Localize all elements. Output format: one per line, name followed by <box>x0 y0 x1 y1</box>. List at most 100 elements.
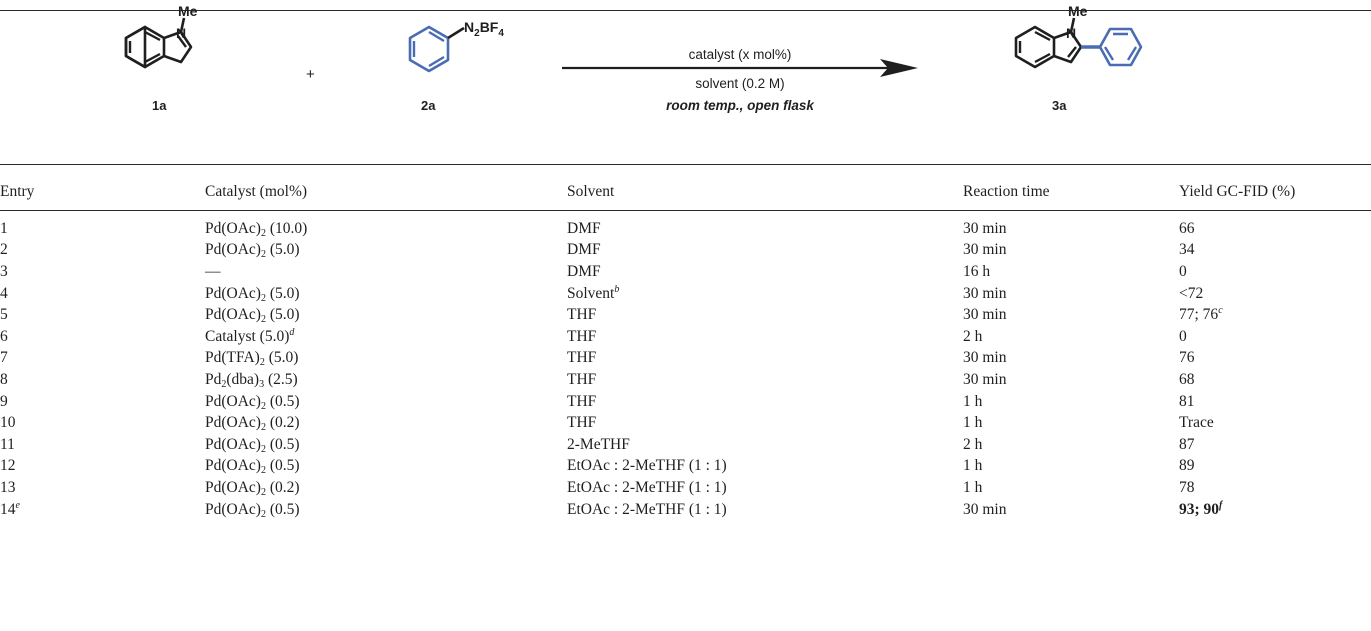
cell-entry: 14e <box>0 499 20 518</box>
cell-entry: 2 <box>0 241 8 259</box>
reactant-1a-label: 1a <box>152 98 167 113</box>
cell-solvent: 2-MeTHF <box>567 435 630 453</box>
header-solvent: Solvent <box>567 183 615 200</box>
indole-structure-1a <box>124 17 193 69</box>
top-rule <box>0 10 1371 12</box>
cell-entry: 9 <box>0 392 8 410</box>
table-row: 14e Pd(OAc)2 (0.5) EtOAc : 2-MeTHF (1 : 1)… <box>0 499 1371 521</box>
cell-solvent: THF <box>567 327 597 345</box>
table-row: 6 Catalyst (5.0)d THF 2 h 0 <box>0 326 1371 348</box>
cell-catalyst: Pd(OAc)2 (0.5) <box>205 392 300 412</box>
cell-entry: 3 <box>0 262 8 280</box>
header-entry: Entry <box>0 183 35 200</box>
cell-reaction-time: 16 h <box>963 262 991 280</box>
cell-solvent: DMF <box>567 219 601 237</box>
header-bottom-rule <box>0 210 1371 211</box>
cell-reaction-time: 2 h <box>963 435 983 453</box>
cell-yield: 76 <box>1179 349 1195 367</box>
cell-catalyst: Pd(OAc)2 (5.0) <box>205 241 300 261</box>
cell-reaction-time: 30 min <box>963 241 1007 259</box>
cell-reaction-time: 1 h <box>963 392 983 410</box>
cell-catalyst: Pd(OAc)2 (0.5) <box>205 435 300 455</box>
conditions-line-3: room temp., open flask <box>666 98 815 113</box>
cell-reaction-time: 30 min <box>963 349 1007 367</box>
cell-solvent: Solventb <box>567 283 620 302</box>
scheme-bottom-rule <box>0 164 1371 166</box>
cell-yield: 78 <box>1179 478 1195 496</box>
cell-reaction-time: 30 min <box>963 370 1007 388</box>
reaction-scheme: N Me 1a + N2BF4 2a catalyst (x mol%) sol… <box>124 3 1143 113</box>
cell-catalyst: Pd(OAc)2 (0.5) <box>205 457 300 477</box>
header-reaction-time: Reaction time <box>963 183 1050 200</box>
table-row: 4 Pd(OAc)2 (5.0) Solventb 30 min <72 <box>0 283 1371 305</box>
cell-solvent: EtOAc : 2-MeTHF (1 : 1) <box>567 500 727 518</box>
cell-reaction-time: 30 min <box>963 284 1007 302</box>
cell-catalyst: Catalyst (5.0)d <box>205 326 295 345</box>
cell-yield: 93; 90f <box>1179 499 1223 518</box>
cell-reaction-time: 30 min <box>963 306 1007 324</box>
cell-yield: 0 <box>1179 327 1187 345</box>
cell-entry: 6 <box>0 327 8 345</box>
cell-solvent: THF <box>567 306 597 324</box>
diazonium-bond <box>447 26 465 40</box>
cell-yield: 77; 76c <box>1179 305 1223 324</box>
cell-catalyst: Pd2(dba)3 (2.5) <box>205 370 298 390</box>
product-me-label: Me <box>1068 3 1088 19</box>
cell-catalyst: Pd(OAc)2 (10.0) <box>205 219 308 239</box>
indole-n-label: N <box>176 25 186 41</box>
table-row: 8 Pd2(dba)3 (2.5) THF 30 min 68 <box>0 369 1371 391</box>
cell-yield: 68 <box>1179 370 1195 388</box>
reaction-arrow-head <box>880 59 918 77</box>
cell-entry: 11 <box>0 435 15 453</box>
indole-me-label: Me <box>178 3 198 19</box>
table-row: 3 — DMF 16 h 0 <box>0 261 1371 283</box>
cell-entry: 8 <box>0 370 8 388</box>
table-row: 13 Pd(OAc)2 (0.2) EtOAc : 2-MeTHF (1 : 1) 1… <box>0 477 1371 499</box>
cell-catalyst: Pd(OAc)2 (0.2) <box>205 414 300 434</box>
diazonium-label: N2BF4 <box>464 19 504 39</box>
cell-entry: 12 <box>0 457 16 475</box>
table-header-row: Entry Catalyst (mol%) Solvent Reaction t… <box>0 176 1371 208</box>
aryl-ring-2a <box>408 25 450 73</box>
cell-entry: 13 <box>0 478 16 496</box>
cell-yield: 81 <box>1179 392 1195 410</box>
cell-yield: <72 <box>1179 284 1204 302</box>
cell-solvent: EtOAc : 2-MeTHF (1 : 1) <box>567 478 727 496</box>
cell-reaction-time: 1 h <box>963 414 983 432</box>
cell-reaction-time: 1 h <box>963 457 983 475</box>
product-3a-label: 3a <box>1052 98 1067 113</box>
cell-yield: Trace <box>1179 414 1214 432</box>
product-phenyl-ring <box>1098 27 1143 67</box>
cell-catalyst: — <box>205 262 221 280</box>
results-table: Entry Catalyst (mol%) Solvent Reaction t… <box>0 176 1371 520</box>
product-n-label: N <box>1066 25 1076 41</box>
cell-solvent: THF <box>567 349 597 367</box>
cell-reaction-time: 2 h <box>963 327 983 345</box>
plus-sign: + <box>306 66 315 83</box>
cell-yield: 66 <box>1179 219 1195 237</box>
cell-solvent: DMF <box>567 262 601 280</box>
cell-entry: 5 <box>0 306 8 324</box>
cell-solvent: EtOAc : 2-MeTHF (1 : 1) <box>567 457 727 475</box>
conditions-line-1: catalyst (x mol%) <box>689 47 792 62</box>
cell-entry: 10 <box>0 414 16 432</box>
cell-solvent: THF <box>567 370 597 388</box>
cell-reaction-time: 1 h <box>963 478 983 496</box>
cell-catalyst: Pd(OAc)2 (0.2) <box>205 478 300 498</box>
header-catalyst: Catalyst (mol%) <box>205 183 308 200</box>
reactant-2a-label: 2a <box>421 98 436 113</box>
cell-catalyst: Pd(OAc)2 (5.0) <box>205 284 300 304</box>
cell-yield: 0 <box>1179 262 1187 280</box>
cell-entry: 4 <box>0 284 8 302</box>
cell-yield: 89 <box>1179 457 1195 475</box>
cell-solvent: DMF <box>567 241 601 259</box>
conditions-line-2: solvent (0.2 M) <box>695 76 784 91</box>
cell-catalyst: Pd(OAc)2 (0.5) <box>205 500 300 520</box>
cell-entry: 7 <box>0 349 8 367</box>
